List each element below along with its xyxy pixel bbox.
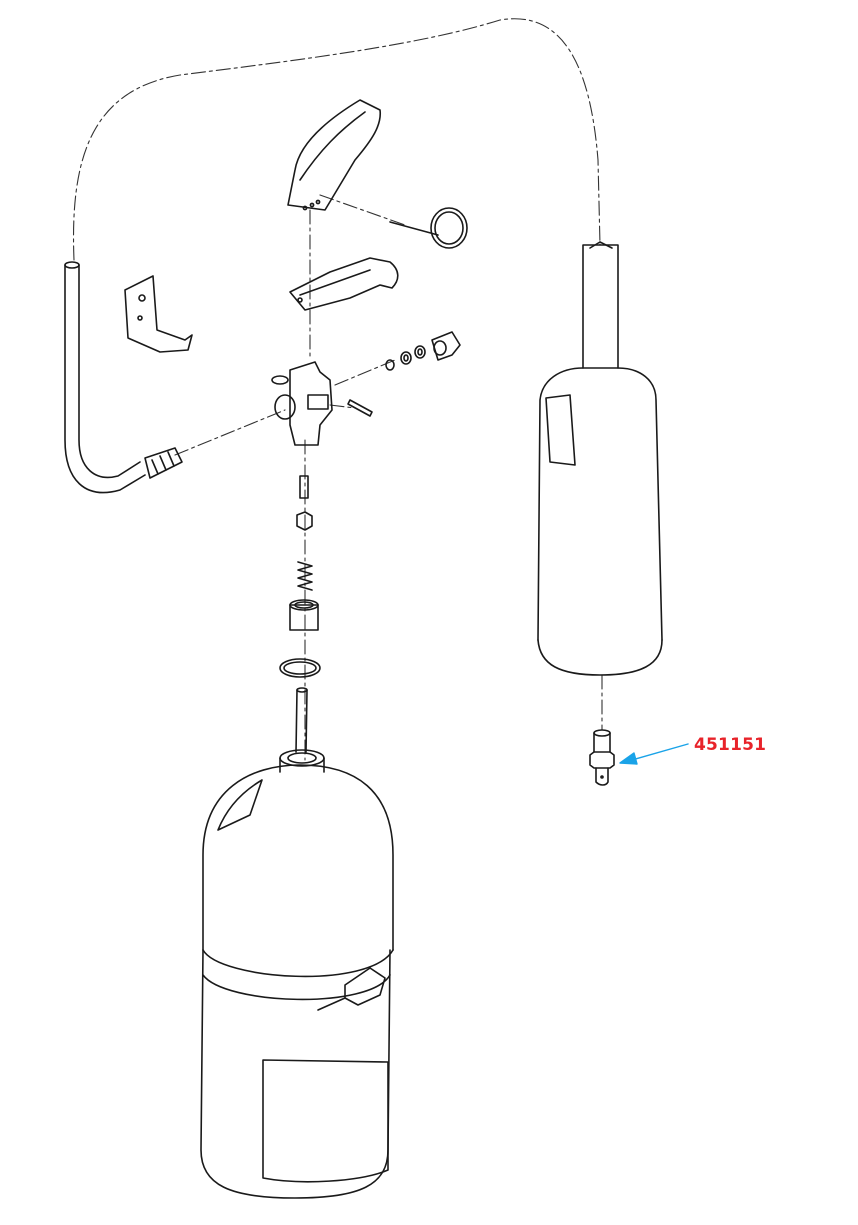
safety-pin-ring — [389, 207, 468, 249]
siphon-tube — [295, 687, 308, 753]
valve-body — [271, 361, 333, 446]
hose-nut — [431, 331, 461, 361]
cylinder-o-ring — [279, 658, 321, 678]
wall-bracket — [124, 275, 193, 353]
horn-fitting-nipple — [589, 729, 615, 786]
part-number-label: 451151 — [694, 735, 767, 755]
operating-lever — [287, 99, 381, 211]
discharge-hose — [64, 261, 183, 494]
callout-arrow-icon — [619, 743, 689, 765]
spring — [297, 561, 313, 591]
discharge-horn — [537, 241, 663, 676]
o-ring-washers — [385, 345, 426, 371]
valve-collar — [289, 599, 319, 631]
valve-pin — [347, 399, 373, 417]
assembly-guide-lines — [73, 18, 603, 761]
cylinder — [200, 749, 394, 1199]
valve-stem — [296, 475, 313, 531]
carrying-handle — [289, 257, 399, 311]
